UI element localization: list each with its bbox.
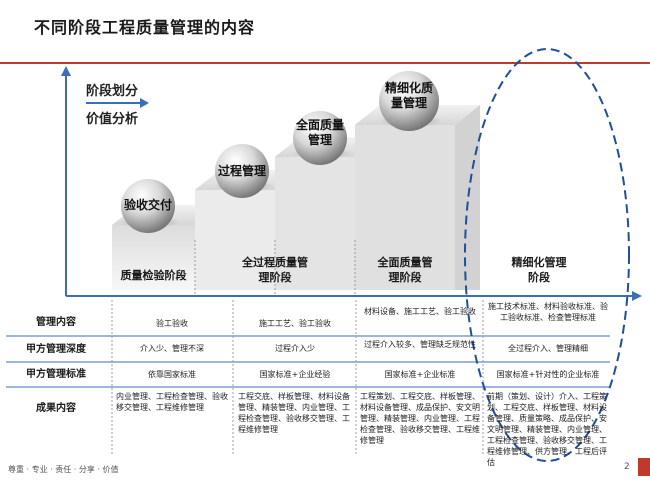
stage-name-2-line1: 全过程质量管 — [242, 256, 308, 269]
cell-standard-stage-3: 国家标准+企业标准 — [384, 370, 456, 379]
vertical-axis-arrowhead — [61, 66, 71, 76]
stage-name-4: 精细化管理 阶段 — [484, 255, 594, 285]
highlight-ellipse — [464, 48, 630, 462]
sphere-2 — [215, 144, 269, 198]
step-3-label-line2: 管理 — [307, 133, 332, 147]
step-3-front — [275, 157, 355, 290]
sphere-3 — [293, 111, 347, 165]
sphere-1 — [121, 179, 175, 233]
stage-name-1-line1: 质量检验阶段 — [120, 269, 187, 282]
step-4-tail — [455, 105, 480, 290]
step-2-front — [195, 190, 275, 290]
axis-label-stage-division: 阶段划分 — [86, 84, 139, 99]
title-divider — [0, 62, 650, 64]
step-3-label: 全面质量 管理 — [280, 118, 360, 148]
row-label-client-standard: 甲方管理标准 — [26, 369, 86, 380]
stage-name-2: 全过程质量管 理阶段 — [234, 255, 316, 285]
slide-title: 不同阶段工程质量管理的内容 — [34, 18, 256, 37]
step-3-label-line1: 全面质量 — [295, 118, 344, 132]
step-4-label: 精细化质 量管理 — [369, 81, 449, 111]
cell-depth-stage-4: 全过程介入、管理精细 — [508, 344, 588, 353]
step-4-label-line2: 量管理 — [390, 96, 427, 110]
cell-content-stage-3: 材料设备、施工工艺、验工验收 — [364, 307, 476, 316]
cell-standard-stage-4: 国家标准+针对性的企业标准 — [496, 370, 600, 379]
cell-deliverables-stage-2: 工程交底、样板管理、材料设备管理、精装管理、内业管理、工程检查管理、验收移交管理… — [238, 392, 350, 434]
step-4-front — [355, 125, 455, 290]
page-number: 2 — [624, 462, 630, 472]
cell-standard-stage-1: 依靠国家标准 — [148, 370, 196, 379]
row-label-client-depth: 甲方管理深度 — [26, 344, 86, 355]
cell-content-stage-1: 验工验收 — [156, 319, 188, 328]
stage-name-3-line1: 全面质量管 — [377, 256, 433, 269]
cell-deliverables-stage-1: 内业管理、工程检查管理、验收移交管理、工程维修管理 — [116, 392, 228, 412]
cell-depth-stage-2: 过程介入少 — [275, 344, 315, 353]
cell-depth-stage-1: 介入少、管理不深 — [140, 344, 204, 353]
stage-name-1: 质量检验阶段 — [112, 268, 195, 283]
footer-slogan: 尊重 · 专业 · 责任 · 分享 · 价值 — [8, 465, 119, 474]
step-4-label-line1: 精细化质 — [384, 81, 433, 95]
cell-standard-stage-2: 国家标准+企业经验 — [259, 370, 331, 379]
cell-deliverables-stage-4: 前期（策划、设计）介入、工程策划、工程交底、样板管理、材料设备管理、质量策略、成… — [487, 392, 607, 467]
stage-name-4-line2: 阶段 — [528, 271, 550, 284]
step-1-label: 验收交付 — [123, 198, 172, 212]
stage-name-2-line2: 理阶段 — [258, 271, 292, 284]
stage-name-3-line2: 理阶段 — [388, 271, 422, 284]
axis-label-arrowhead — [140, 98, 149, 108]
step-1-front — [112, 225, 195, 290]
cell-content-stage-4: 施工技术标准、材料验收标准、验工验收标准、检查管理标准 — [488, 302, 608, 322]
page-corner-mark — [638, 458, 650, 476]
step-2-label: 过程管理 — [217, 164, 266, 178]
sphere-4 — [379, 71, 439, 131]
stage-name-3: 全面质量管 理阶段 — [357, 255, 453, 285]
cell-content-stage-2: 施工工艺、验工验收 — [259, 319, 331, 328]
axis-label-value-analysis: 价值分析 — [86, 112, 139, 127]
cell-deliverables-stage-3: 工程策划、工程交底、样板管理、材料设备管理、成品保护、安文明管理、精装管理、内业… — [360, 392, 480, 445]
horizontal-axis-arrowhead — [632, 291, 642, 301]
axis-label-arrow — [86, 102, 144, 104]
cell-depth-stage-3: 过程介入较多、管理缺乏规范性 — [364, 340, 476, 349]
stage-name-4-line1: 精细化管理 — [511, 256, 567, 269]
row-label-deliverables: 成果内容 — [36, 403, 76, 414]
row-label-management-content: 管理内容 — [36, 317, 76, 328]
